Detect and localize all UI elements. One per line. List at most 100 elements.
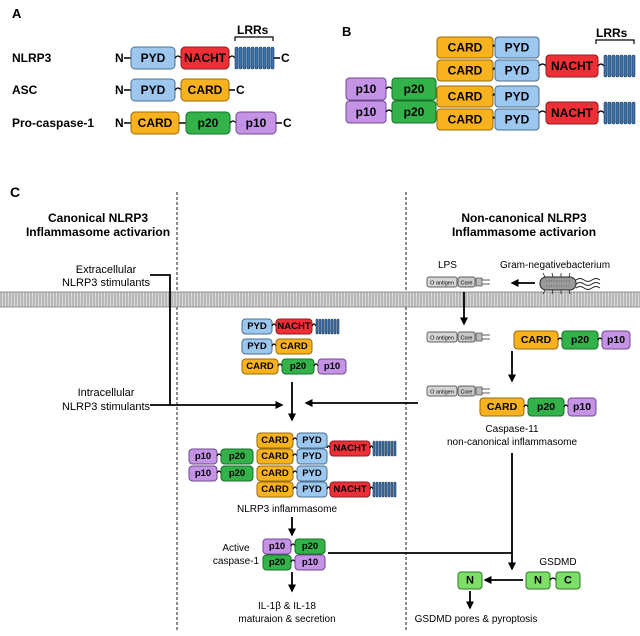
gsdmd-c-domain: C xyxy=(555,571,581,590)
svg-text:PYD: PYD xyxy=(302,484,322,495)
svg-text:CARD: CARD xyxy=(448,41,483,55)
lrr-label: LRRs xyxy=(237,23,269,37)
card-domain: CARD xyxy=(256,432,294,449)
svg-text:p20: p20 xyxy=(229,468,245,479)
svg-text:NACHT: NACHT xyxy=(184,51,227,65)
svg-text:NACHT: NACHT xyxy=(551,106,594,120)
svg-text:CARD: CARD xyxy=(448,90,483,104)
card-domain: CARD xyxy=(436,36,494,59)
o-antigen: O antigen xyxy=(426,276,458,288)
pyd-domain: PYD xyxy=(241,318,273,335)
asc-label: ASC xyxy=(12,83,38,97)
pyd-domain: PYD xyxy=(494,85,540,108)
card-domain: CARD xyxy=(479,397,525,417)
lrr-label: LRRs xyxy=(596,26,628,40)
svg-text:p20: p20 xyxy=(404,105,425,119)
svg-text:Core: Core xyxy=(461,390,473,396)
svg-text:PYD: PYD xyxy=(247,341,267,352)
p10-domain: p10 xyxy=(188,448,218,465)
il-1b-il-18-label: IL-1β & IL-18 xyxy=(258,601,316,612)
intracellular-stimulants-label: Intracellular xyxy=(78,387,135,399)
svg-text:CARD: CARD xyxy=(246,361,274,372)
svg-text:CARD: CARD xyxy=(280,341,308,352)
svg-text:C: C xyxy=(564,575,572,587)
p20-domain: p20 xyxy=(527,397,565,417)
lipid-a xyxy=(475,386,490,396)
svg-text:N: N xyxy=(534,575,542,587)
nlrp3-inflammasome-label: NLRP3 inflammasome xyxy=(237,504,337,515)
pyd-domain: PYD xyxy=(130,46,176,70)
panel-b-letter: B xyxy=(342,24,351,39)
p10-domain: p10 xyxy=(567,397,597,417)
caspase-11-noncanonical-label: non-canonical inflammasome xyxy=(447,437,578,448)
lipid-a xyxy=(475,277,490,287)
svg-text:NACHT: NACHT xyxy=(277,321,310,332)
n-terminus-label: N xyxy=(115,51,124,65)
p10-domain: p10 xyxy=(294,554,326,571)
noncanonical-title: Non-canonical NLRP3 xyxy=(461,211,587,225)
svg-text:p10: p10 xyxy=(195,451,211,462)
card-domain: CARD xyxy=(130,111,180,135)
svg-text:NACHT: NACHT xyxy=(333,484,366,495)
nlrp3-label: NLRP3 xyxy=(12,51,52,65)
pyd-domain: PYD xyxy=(494,59,540,82)
nlrp3-asc-procaspase1-components: PYD NACHT PYD CARD CARD p20 p10 xyxy=(241,318,347,375)
p10-domain: p10 xyxy=(601,330,631,350)
svg-text:CARD: CARD xyxy=(138,116,173,130)
nacht-domain: NACHT xyxy=(329,440,371,457)
svg-text:p20: p20 xyxy=(229,451,245,462)
active-caspase-1-label: Active xyxy=(222,543,250,554)
pyd-domain: PYD xyxy=(494,108,540,131)
svg-text:CARD: CARD xyxy=(261,435,289,446)
lps-core: Core xyxy=(457,385,476,397)
lps-core: Core xyxy=(457,276,476,288)
p10-domain: p10 xyxy=(262,538,292,555)
svg-text:PYD: PYD xyxy=(302,435,322,446)
panel-a-letter: A xyxy=(12,6,22,21)
nacht-domain: NACHT xyxy=(545,101,599,125)
active-caspase-1-label: caspase-1 xyxy=(213,556,260,567)
pyd-domain: PYD xyxy=(241,338,273,355)
panel-c-letter: C xyxy=(10,184,20,200)
bacterium-icon xyxy=(539,272,601,295)
svg-text:NACHT: NACHT xyxy=(333,443,366,454)
svg-text:p20: p20 xyxy=(269,557,285,568)
p20-domain: p20 xyxy=(262,554,292,571)
svg-text:PYD: PYD xyxy=(247,321,267,332)
p10-domain: p10 xyxy=(235,111,277,135)
o-antigen: O antigen xyxy=(426,385,458,397)
canonical-title: Canonical NLRP3 xyxy=(48,211,148,225)
svg-text:PYD: PYD xyxy=(505,113,530,127)
p20-domain: p20 xyxy=(185,111,231,135)
svg-text:p10: p10 xyxy=(269,541,285,552)
c-terminus-label: C xyxy=(236,83,245,97)
svg-text:N: N xyxy=(466,575,474,587)
maturation-secretion-label: maturaion & secretion xyxy=(238,614,335,625)
pyd-domain: PYD xyxy=(494,36,540,59)
lipid-a xyxy=(475,332,490,342)
p10-domain: p10 xyxy=(317,358,347,375)
card-domain: CARD xyxy=(241,358,279,375)
svg-text:p20: p20 xyxy=(537,401,555,413)
pro-caspase-1-label: Pro-caspase-1 xyxy=(12,116,94,130)
gsdmd-label: GSDMD xyxy=(539,557,576,568)
svg-text:O antigen: O antigen xyxy=(430,281,454,287)
card-domain: CARD xyxy=(513,330,559,350)
lrr-domain xyxy=(234,46,275,70)
svg-text:p20: p20 xyxy=(290,361,306,372)
p20-domain: p20 xyxy=(220,465,254,482)
noncanonical-subtitle: Inflammasome activarion xyxy=(452,225,596,239)
svg-text:PYD: PYD xyxy=(302,468,322,479)
card-domain: CARD xyxy=(436,59,494,82)
p10-domain: p10 xyxy=(345,100,387,124)
svg-text:CARD: CARD xyxy=(448,64,483,78)
caspase-11-complex: CARD p20 p10 xyxy=(479,397,597,417)
pyd-domain: PYD xyxy=(296,432,328,449)
o-antigen: O antigen xyxy=(426,331,458,343)
svg-text:PYD: PYD xyxy=(505,64,530,78)
svg-text:PYD: PYD xyxy=(141,83,166,97)
svg-text:p20: p20 xyxy=(571,334,589,346)
